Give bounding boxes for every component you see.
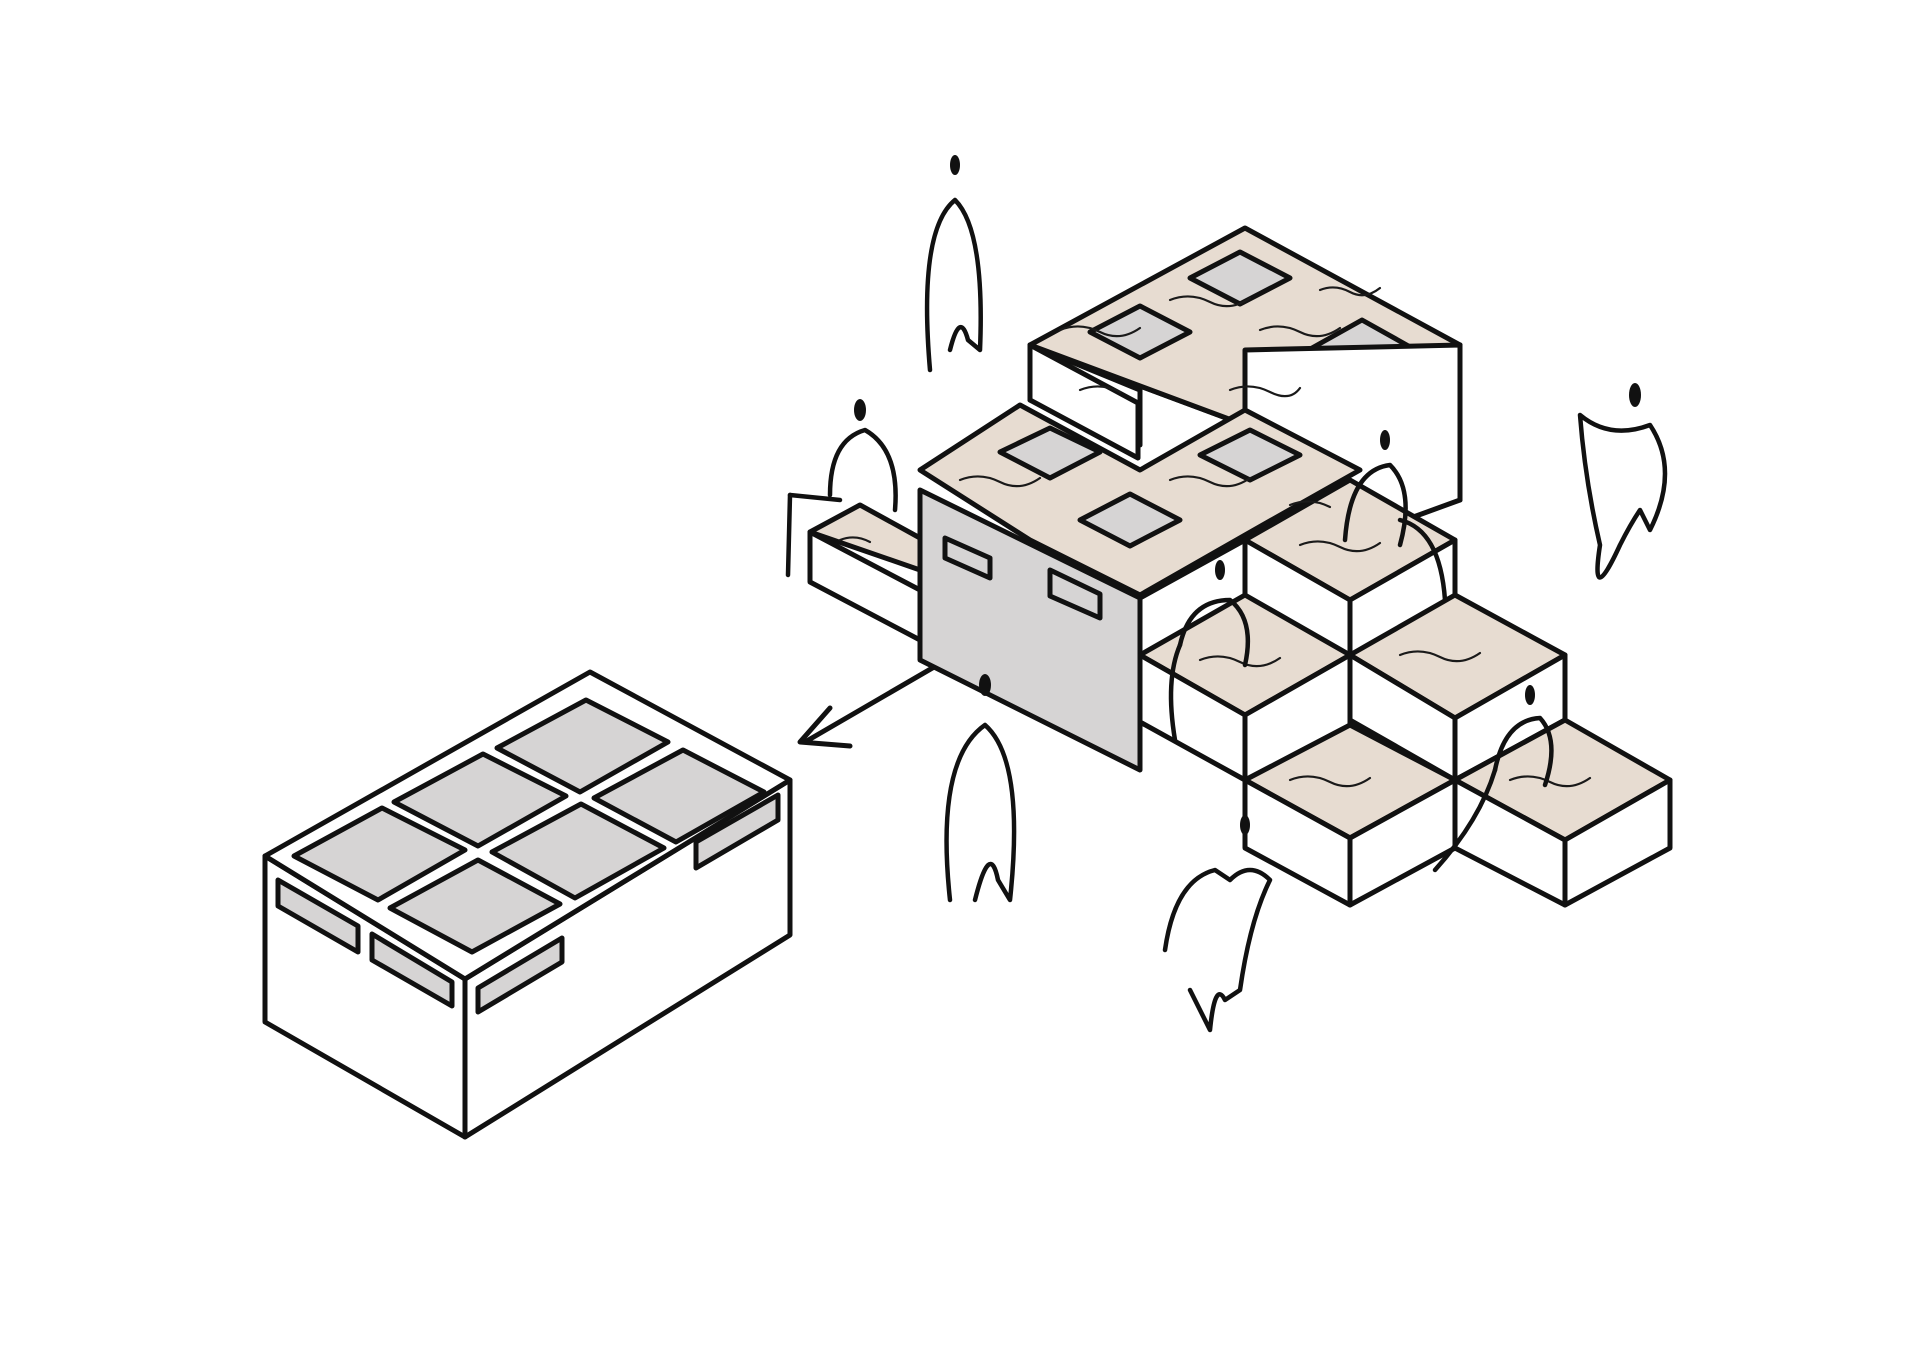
right-steps — [1137, 477, 1673, 908]
figure-standing-3 — [944, 674, 1017, 903]
box-skylights — [291, 697, 767, 955]
compact-container-box — [262, 669, 793, 1140]
figure-sitting-2 — [1342, 430, 1448, 603]
wood-grain — [838, 286, 1592, 788]
box-windows — [275, 792, 781, 1015]
figure-sitting-1 — [785, 399, 898, 578]
figure-walking — [1162, 815, 1273, 1033]
figure-standing-1 — [924, 155, 983, 373]
human-figures — [785, 155, 1668, 1033]
figure-sitting-3 — [1168, 560, 1251, 743]
middle-tier — [917, 402, 1363, 773]
figure-sitting-4 — [1432, 685, 1554, 873]
figure-standing-2 — [1577, 383, 1668, 580]
left-low-step — [807, 502, 923, 643]
unfolded-stepped-platform — [807, 225, 1673, 908]
